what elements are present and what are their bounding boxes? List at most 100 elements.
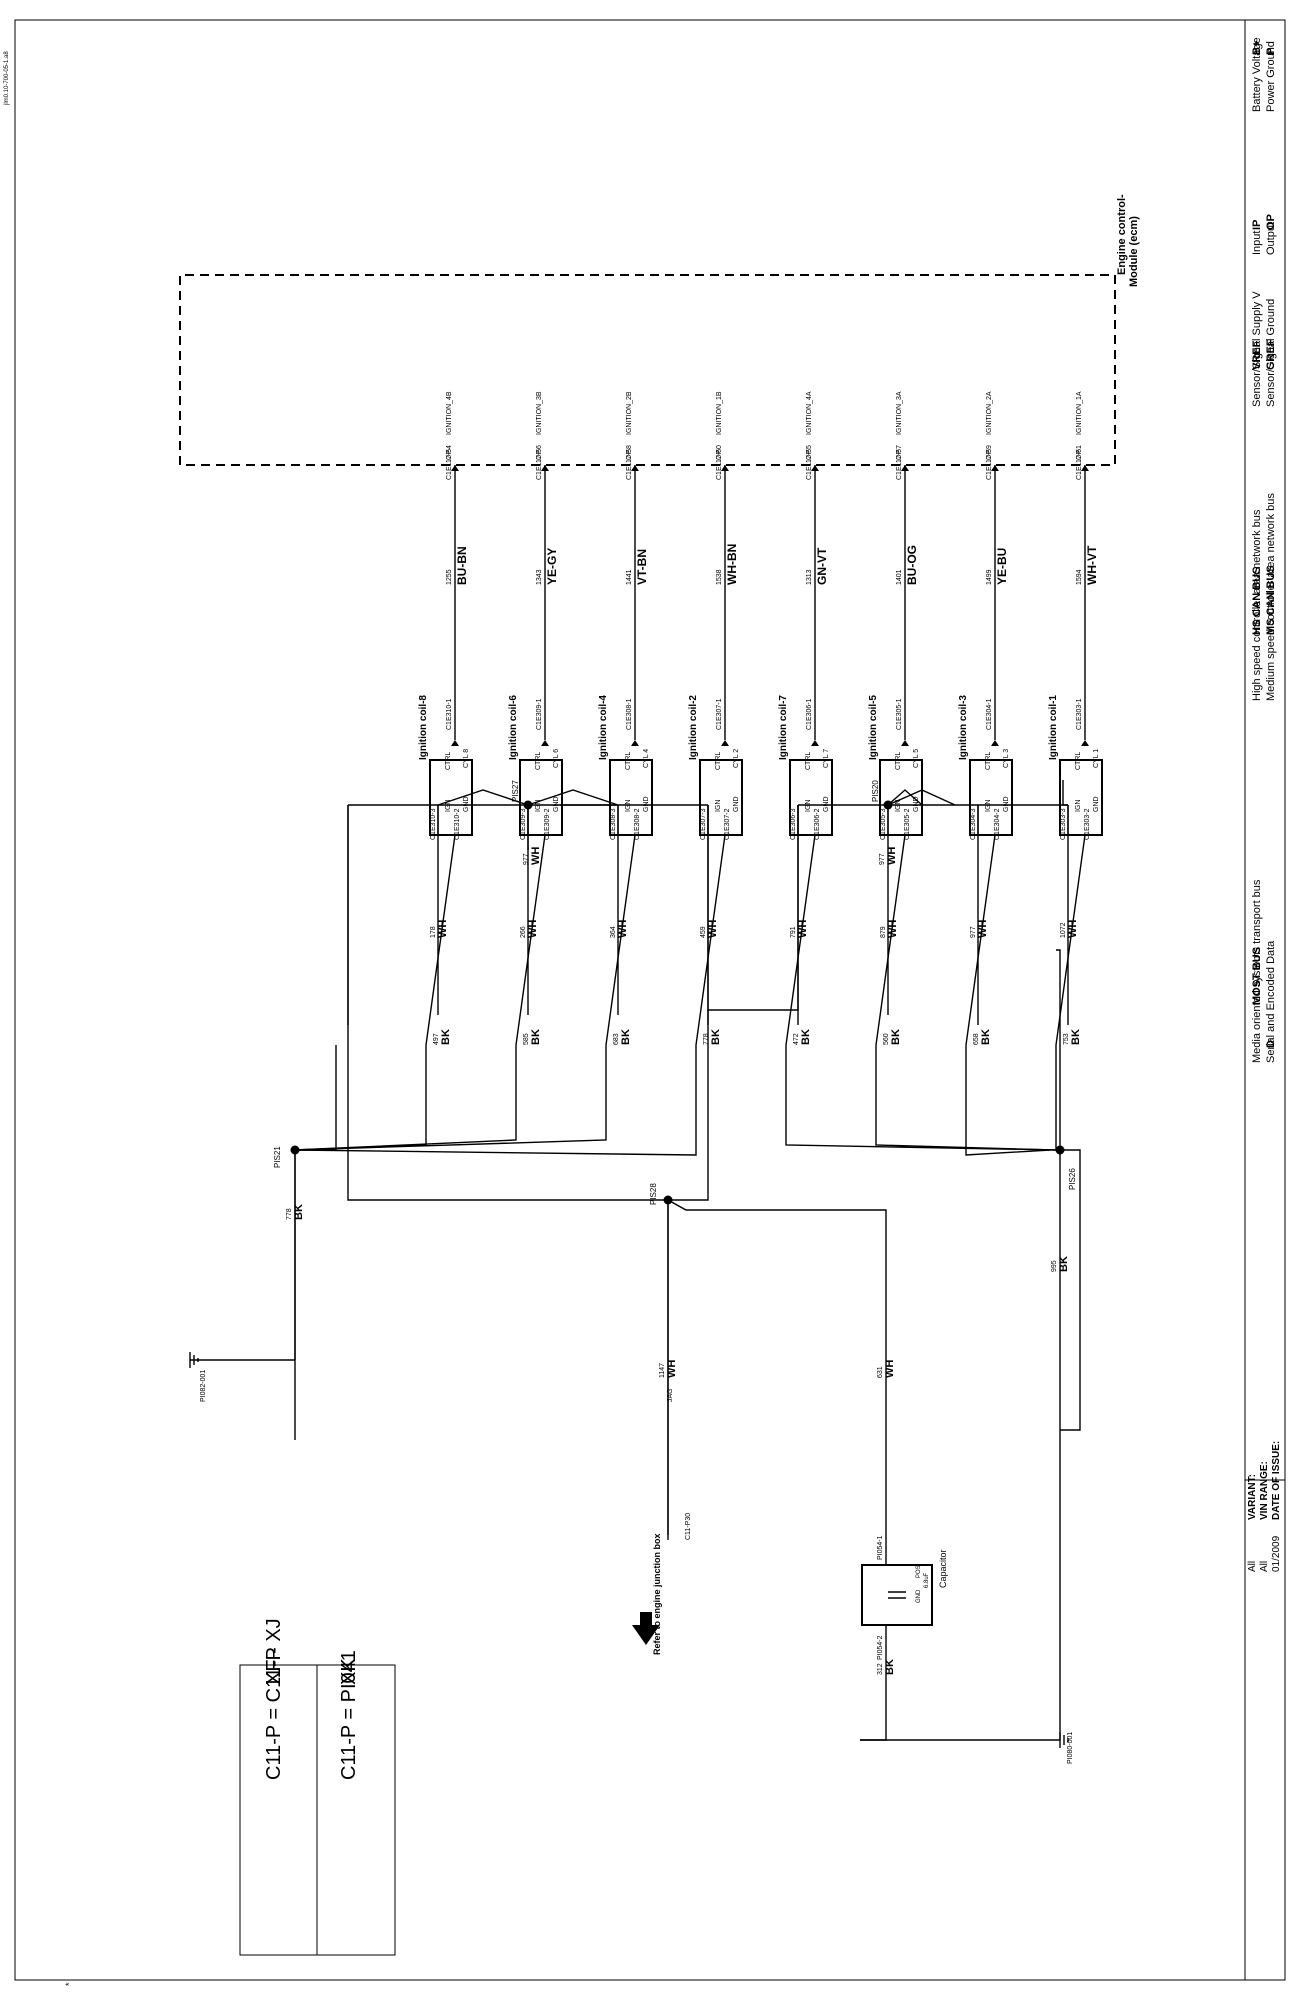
gnd-wire (785, 834, 816, 1046)
legend-text: Media oriented systems transport bus (1251, 879, 1263, 1063)
wire-circuit: 1499 (986, 569, 993, 585)
coil-pin-ign: IGN (625, 800, 632, 812)
coil-pin-ign: IGN (445, 800, 452, 812)
ignition-coil-box (789, 759, 833, 836)
coil-connector-pin: C1E307-1 (716, 698, 723, 730)
ground-pi080: PI080-001 (1059, 1732, 1074, 1764)
coil-ign-pin: C1E305-3 (880, 808, 887, 840)
ecm-label: Engine control- (1116, 194, 1128, 275)
ecm-pin-type: OP (446, 450, 453, 460)
ecm-pin-type: OP (536, 450, 543, 460)
splice-label: PIS28 (649, 1183, 658, 1205)
coil-gnd-pin: C1E308-2 (634, 808, 641, 840)
wire-color: BK (710, 1029, 722, 1045)
wire-circuit: 778 (703, 1033, 710, 1045)
ecm-output-label: IGNITION_2B (626, 391, 633, 435)
wire-circuit: 1255 (446, 569, 453, 585)
coil-cylinder: CYL 6 (553, 749, 560, 768)
coil-cylinder: CYL 5 (913, 749, 920, 768)
ground-collectors (294, 949, 1081, 1440)
pis20-bus (797, 780, 1069, 1025)
coil-pin-gnd: GND (1003, 796, 1010, 812)
coil-connector-pin: C1E304-1 (986, 698, 993, 730)
coil-pin-ctrl: CTRL (985, 752, 992, 770)
connector-arrow-icon (1081, 740, 1089, 746)
ecm-pin-type: OP (896, 450, 903, 460)
capacitor-pos: POS (916, 1565, 922, 1578)
wire (887, 789, 923, 806)
variant-label: VARIANT: (1247, 1474, 1258, 1520)
ignition-coil-box (879, 759, 923, 836)
legend-band (1244, 19, 1286, 1981)
wire-circuit: 459 (700, 926, 707, 938)
wire-circuit: 879 (880, 926, 887, 938)
coil-pin-ign: IGN (805, 800, 812, 812)
legend-code: P (1265, 48, 1277, 55)
splice-label: PIS21 (273, 1146, 282, 1168)
wire (1056, 949, 1061, 1430)
wire-color: GN-VT (815, 547, 829, 585)
wire-color: WH (437, 920, 449, 938)
wire-color: WH (887, 920, 899, 938)
wire-color: WH (617, 920, 629, 938)
wire-color: WH (527, 920, 539, 938)
coil-cylinder: CYL 2 (733, 749, 740, 768)
coil-pin-ctrl: CTRL (715, 752, 722, 770)
connector-arrow-icon (721, 740, 729, 746)
coil-pin-ign: IGN (895, 800, 902, 812)
legend-text: Power Ground (1265, 41, 1277, 112)
coil-ign-pin: C1E306-3 (790, 808, 797, 840)
coil-gnd-pin: C1E310-2 (454, 808, 461, 840)
splice-pis20 (883, 800, 893, 810)
gnd-wire (425, 834, 456, 1046)
wire-color: BU-BN (455, 546, 469, 585)
wire-color: WH-VT (1085, 545, 1099, 585)
wire-circuit: 1441 (626, 569, 633, 585)
wire-color: YE-BU (995, 548, 1009, 585)
wire-circuit: 791 (790, 926, 797, 938)
wire (965, 1045, 1051, 1156)
wire-color: WH (886, 847, 898, 865)
ecm-pin-type: OP (986, 450, 993, 460)
refer-arrow-icon (632, 1612, 660, 1645)
coil-gnd-pin: C1E309-2 (544, 808, 551, 840)
xref-cell: XF - XJ (263, 1618, 285, 1685)
ecm-connector-pin: C1E117-58 (626, 445, 633, 480)
issue-info: VARIANT: All VIN RANGE: All DATE OF ISSU… (1247, 1441, 1282, 1572)
coil-gnd-pin: C1E307-2 (724, 808, 731, 840)
coil-pin-gnd: GND (553, 796, 560, 812)
legend-code: HS CAN BUS (1251, 567, 1263, 635)
coil-gnd-pin: C1E306-2 (814, 808, 821, 840)
coil-pin-ctrl: CTRL (445, 752, 452, 770)
splice-label: PIS26 (1068, 1168, 1077, 1190)
coil-pin-ign: IGN (1075, 800, 1082, 812)
gnd-wire (965, 834, 996, 1046)
ignition-coil-box (699, 759, 743, 836)
ignition-coil-box (969, 759, 1013, 836)
coil-connector-pin: C1E303-1 (1076, 698, 1083, 730)
legend-text: Serial and Encoded Data (1265, 940, 1277, 1063)
coil-pin-ctrl: CTRL (625, 752, 632, 770)
ecm-connector-pin: C1E117-61 (1076, 445, 1083, 480)
wire-color: WH (530, 847, 542, 865)
legend-code: VREF (1251, 340, 1263, 370)
wire-circuit: 266 (520, 926, 527, 938)
wire-color: BK (293, 1204, 305, 1220)
wire (1062, 780, 1068, 806)
coil-pin-gnd: GND (1093, 796, 1100, 812)
ignition-channels: IGNITION_1AOPC1E117-61WH-VT1594C1E303-1I… (418, 391, 1103, 1046)
legend-text: Sensor/Signal Supply V (1251, 291, 1263, 407)
ecm-connector-pin: C1E117-54 (446, 445, 453, 480)
vin-value: All (1259, 1561, 1270, 1572)
wire-circuit: 585 (523, 1033, 530, 1045)
coil-cylinder: CYL 7 (823, 749, 830, 768)
legend-code: B+ (1251, 41, 1263, 55)
ecm-pin-type: OP (716, 450, 723, 460)
connector-arrow-icon (541, 740, 549, 746)
legend-code: MOST BUS (1251, 947, 1263, 1005)
wire (437, 789, 529, 806)
wire-circuit: 995 (1051, 1260, 1058, 1272)
gnd-wire (605, 834, 636, 1046)
ecm-output-label: IGNITION_3B (536, 391, 543, 435)
